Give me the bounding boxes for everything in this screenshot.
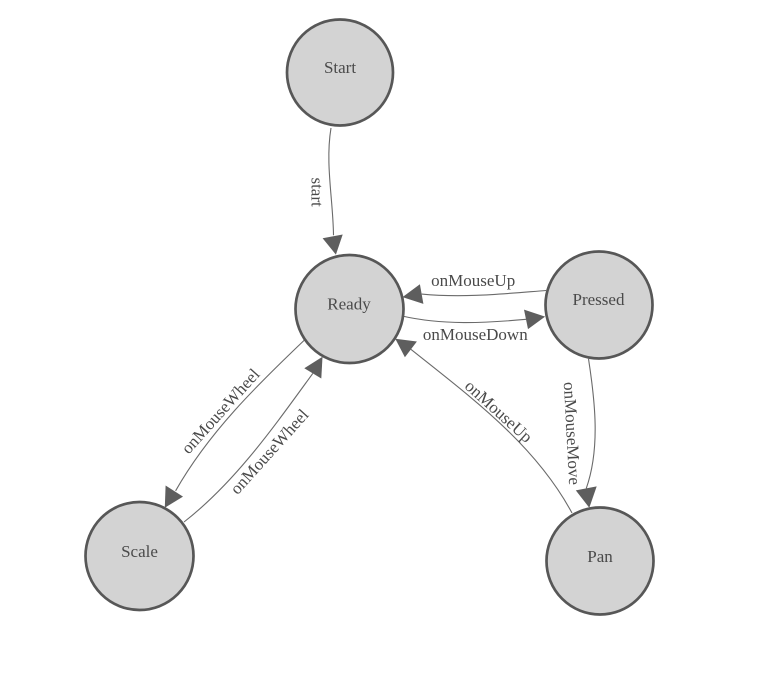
svg-text:Scale: Scale (121, 542, 158, 561)
svg-text:onMouseMove: onMouseMove (560, 382, 584, 486)
svg-text:onMouseUp: onMouseUp (431, 271, 515, 290)
svg-text:onMouseWheel: onMouseWheel (226, 405, 312, 498)
svg-text:Start: Start (324, 58, 356, 77)
svg-text:Ready: Ready (327, 295, 371, 314)
svg-text:Pan: Pan (587, 547, 613, 566)
svg-text:onMouseWheel: onMouseWheel (177, 365, 263, 458)
svg-text:onMouseUp: onMouseUp (461, 376, 536, 446)
svg-text:onMouseDown: onMouseDown (423, 325, 528, 344)
svg-text:start: start (308, 177, 327, 207)
svg-text:Pressed: Pressed (573, 290, 625, 309)
